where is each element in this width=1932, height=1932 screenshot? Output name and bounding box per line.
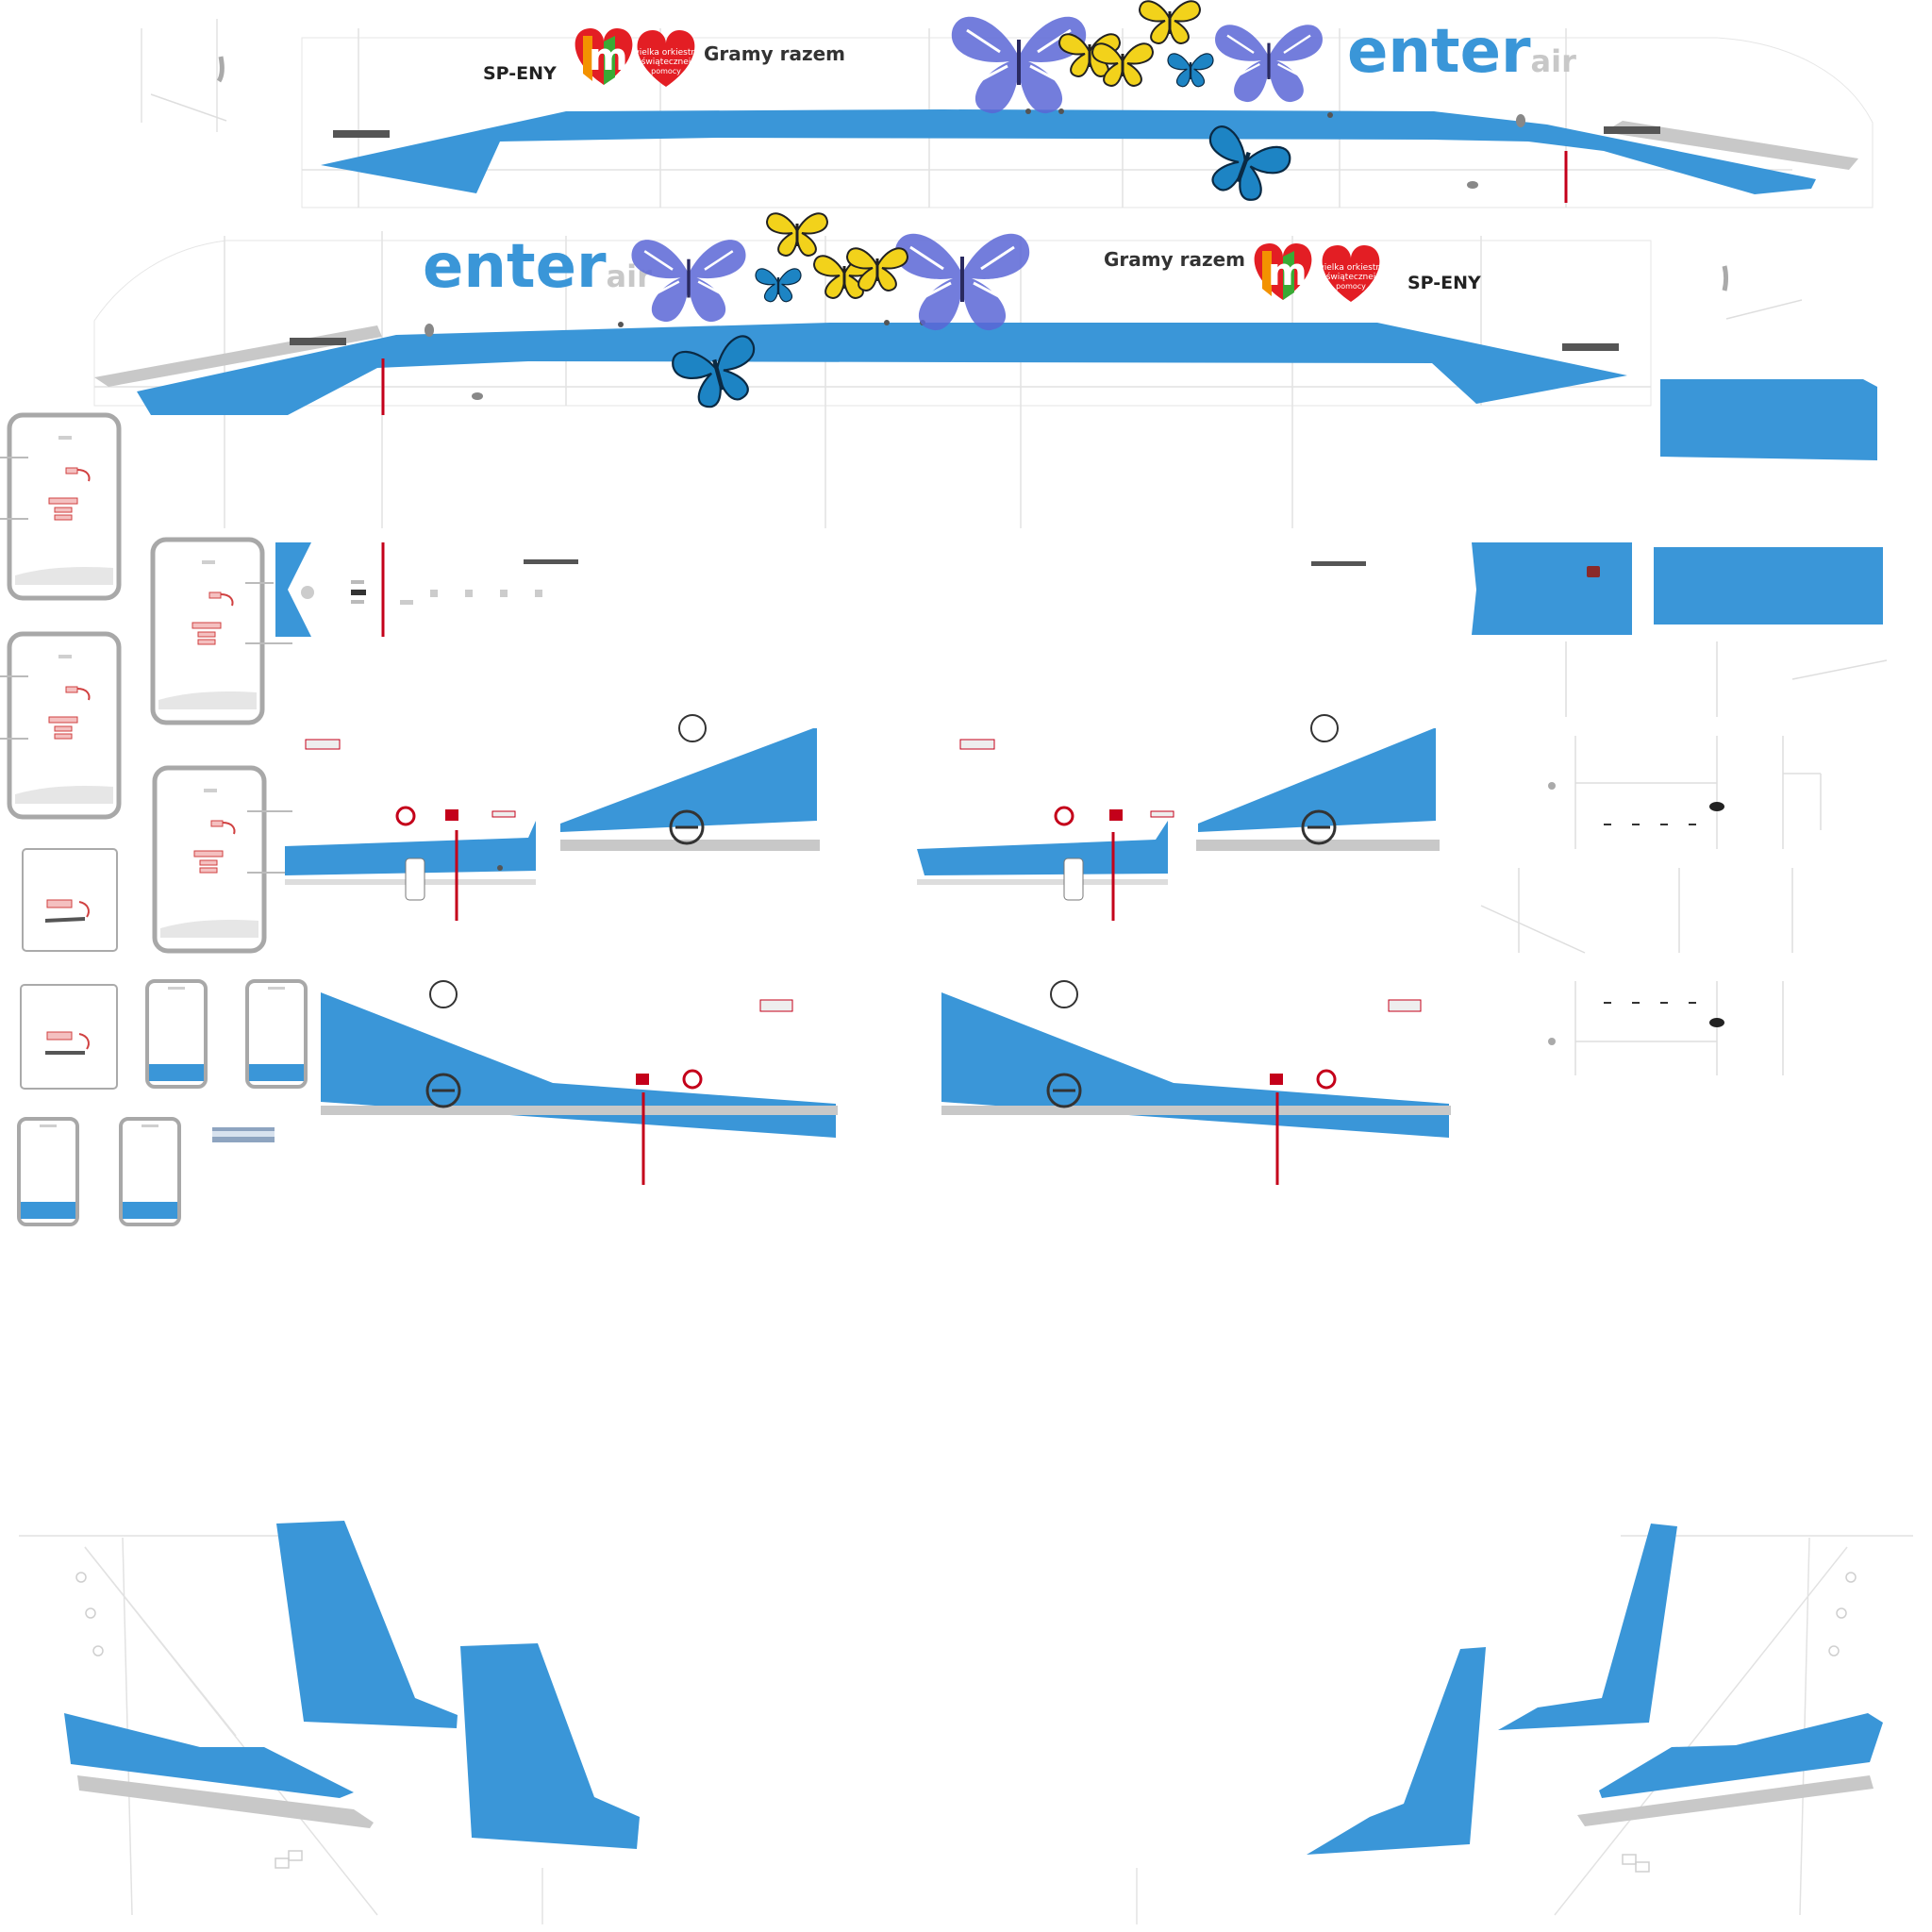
svg-text:m: m (589, 36, 628, 79)
extinguisher-icon (1270, 1074, 1283, 1085)
fuselage-left-side: enterair Gramy razem m wielka orkiestra … (93, 212, 1652, 528)
door-panel (9, 634, 119, 817)
no-step-icon (682, 1069, 703, 1090)
service-hatch (20, 984, 118, 1090)
slogan-right: Gramy razem (704, 42, 845, 65)
extinguisher-icon (445, 809, 458, 821)
svg-text:pomocy: pomocy (1336, 282, 1366, 291)
extinguisher-icon (1109, 809, 1123, 821)
butterfly-icon (1139, 0, 1201, 44)
tail-section (19, 1521, 1913, 1924)
door-panel (153, 540, 262, 723)
engine-panels (285, 714, 1451, 1185)
extinguisher-icon (636, 1074, 649, 1085)
charity-heart-icon: m (1254, 243, 1312, 300)
no-step-icon (1316, 1069, 1337, 1090)
svg-text:pomocy: pomocy (651, 67, 681, 75)
service-hatch (22, 848, 118, 952)
svg-text:m: m (1268, 251, 1307, 294)
charity-heart-red-icon: wielka orkiestra świątecznej pomocy (632, 30, 700, 87)
brand-logo-left: enterair (423, 232, 652, 302)
registration-right: SP-ENY (483, 63, 557, 84)
belly-strip (275, 379, 1883, 637)
charity-heart-red-icon: wielka orkiestra świątecznej pomocy (1317, 245, 1385, 302)
slogan-left: Gramy razem (1104, 248, 1245, 271)
svg-text:wielka orkiestra: wielka orkiestra (632, 48, 699, 58)
fuselage-right-side: SP-ENY m wielka orkiestra świątecznej po… (141, 0, 1874, 210)
brand-logo-right: enterair (1347, 17, 1576, 87)
door-panel (155, 768, 264, 951)
door-panels (0, 415, 308, 1226)
svg-text:wielka orkiestra: wielka orkiestra (1317, 263, 1384, 273)
svg-text:świątecznej: świątecznej (641, 57, 691, 67)
registration-left: SP-ENY (1407, 273, 1481, 293)
door-panel (9, 415, 119, 598)
no-step-icon (395, 806, 416, 826)
misc-panels (1480, 641, 1888, 1075)
charity-heart-icon: m (575, 28, 633, 85)
no-step-icon (1054, 806, 1074, 826)
svg-text:świątecznej: świątecznej (1326, 272, 1376, 282)
